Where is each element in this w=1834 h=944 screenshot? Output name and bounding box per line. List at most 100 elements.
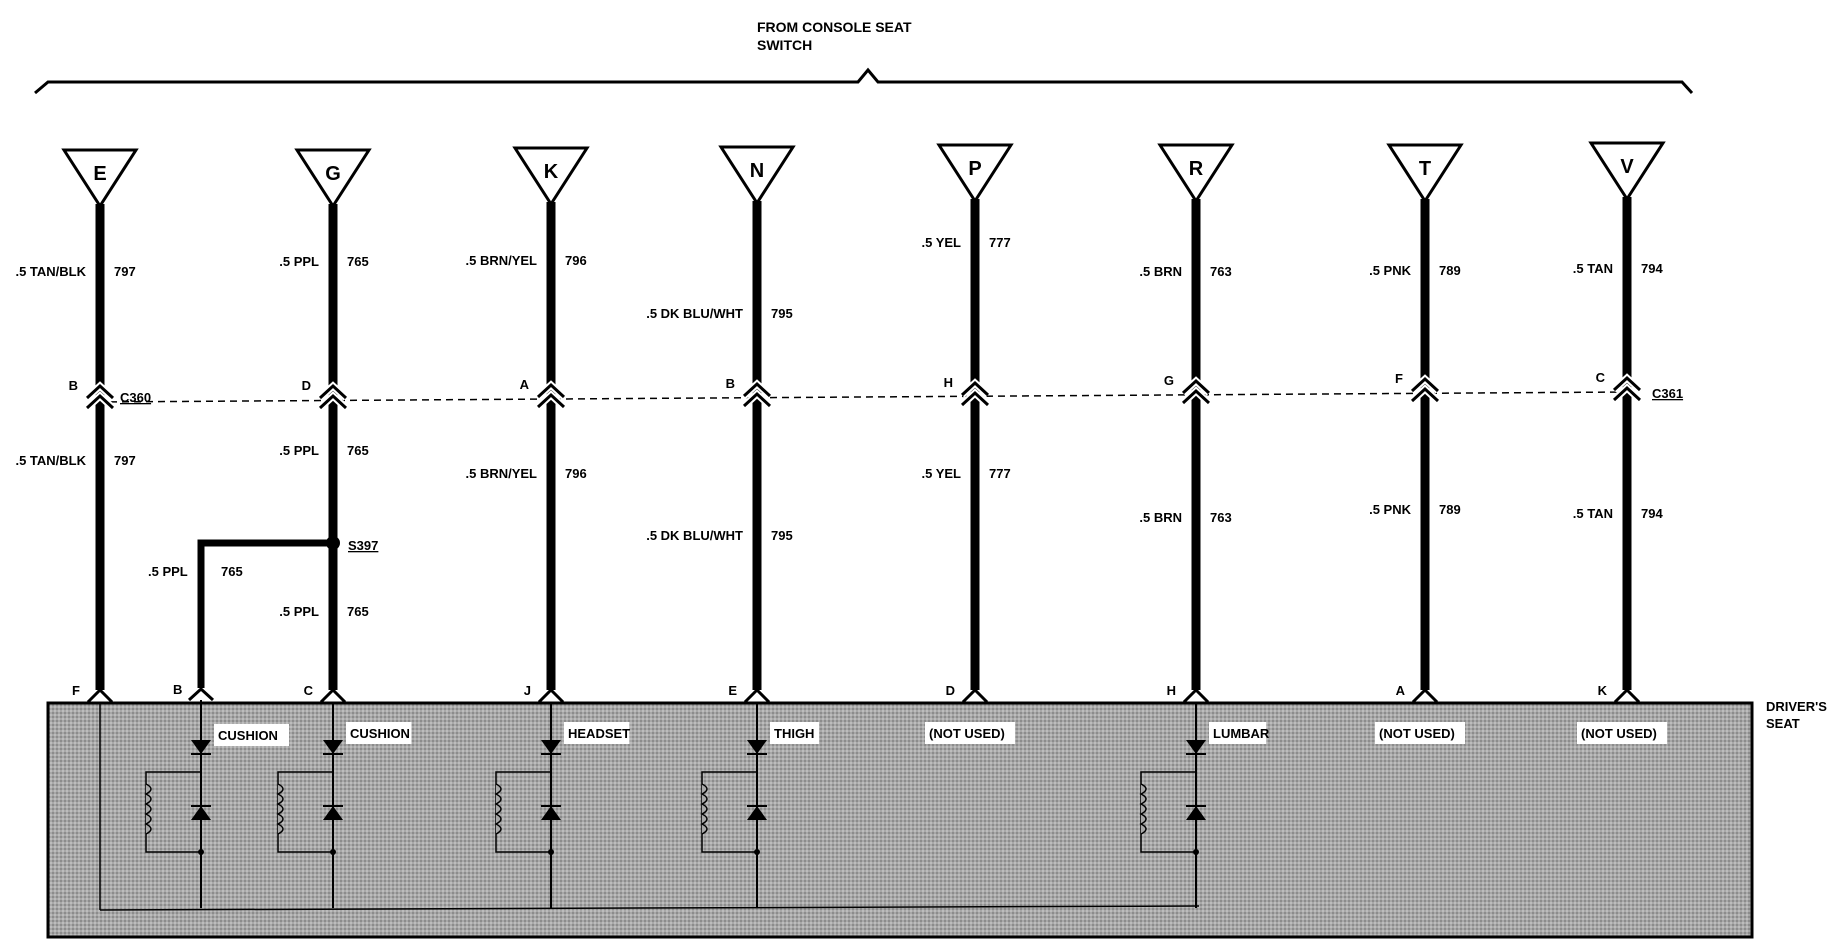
motor-coil (494, 783, 502, 835)
upper-circuit-number: 789 (1439, 263, 1461, 278)
lower-wire-color: .5 PPL (279, 443, 319, 458)
connector-dashed-line (97, 391, 1628, 403)
seat-connector-chevron (1613, 687, 1641, 704)
device-label-bg (925, 722, 1015, 744)
device-label: (NOT USED) (1581, 726, 1657, 741)
device-label-bg (1577, 722, 1667, 744)
drivers-seat-box (46, 701, 1754, 939)
seat-connector-chevron (743, 687, 771, 704)
header-line2: SWITCH (757, 37, 812, 53)
connector-pin: D (302, 378, 311, 393)
lower-wire-color: .5 DK BLU/WHT (646, 528, 743, 543)
upper-wire-color: .5 BRN (1139, 264, 1182, 279)
upper-circuit-number: 795 (771, 306, 793, 321)
connector-chevron (1410, 376, 1440, 403)
terminal-letter: V (1620, 156, 1634, 178)
splice-branch-wire (197, 539, 333, 688)
splice-lower-circuit-number: 765 (347, 604, 369, 619)
device-label-bg (1375, 722, 1465, 744)
lower-wire-color: .5 PNK (1369, 502, 1412, 517)
header-brace (34, 67, 1694, 95)
terminal-letter: N (750, 160, 764, 182)
device-label-bg (346, 722, 412, 744)
lower-circuit-number: 795 (771, 528, 793, 543)
seat-pin: A (1396, 683, 1406, 698)
seat-pin: D (946, 683, 955, 698)
device-label-bg (770, 722, 819, 744)
device-label-bg (1209, 722, 1267, 744)
upper-wire-color: .5 TAN/BLK (15, 264, 86, 279)
terminal-letter: E (93, 163, 106, 185)
diode-lower (747, 806, 767, 820)
splice-lower-wire-color: .5 PPL (279, 604, 319, 619)
seat-pin: J (524, 683, 531, 698)
connector-c361-label: C361 (1652, 386, 1683, 401)
connector-chevron (1612, 375, 1642, 402)
diode-lower (323, 806, 343, 820)
terminal-letter: G (325, 163, 341, 185)
connector-c360-label: C360 (120, 390, 151, 405)
connector-pin: H (944, 375, 953, 390)
motor-coil (276, 783, 284, 835)
seat-connector-chevron (1182, 687, 1210, 704)
device-label-bg (564, 722, 630, 744)
upper-wire-color: .5 BRN/YEL (465, 253, 537, 268)
lower-circuit-number: 777 (989, 466, 1011, 481)
terminal-letter: R (1189, 158, 1204, 180)
lower-circuit-number: 765 (347, 443, 369, 458)
terminal-triangle-G (294, 148, 372, 209)
device-label: (NOT USED) (929, 726, 1005, 741)
splice-branch-device-label-bg (214, 724, 289, 746)
header-line1: FROM CONSOLE SEAT (757, 19, 912, 35)
lower-wire-color: .5 BRN/YEL (465, 466, 537, 481)
lower-circuit-number: 794 (1641, 506, 1663, 521)
terminal-triangle-N (718, 145, 796, 206)
terminal-letter: P (968, 158, 981, 180)
diode-upper (1186, 740, 1206, 754)
connector-pin: B (69, 378, 78, 393)
connector-pin: B (726, 376, 735, 391)
terminal-letter: T (1419, 158, 1431, 180)
seat-motor-headset (494, 702, 561, 908)
device-label: CUSHION (350, 726, 410, 741)
upper-circuit-number: 765 (347, 254, 369, 269)
lower-circuit-number: 763 (1210, 510, 1232, 525)
seat-label-line2: SEAT (1766, 716, 1800, 731)
device-label: HEADSET (568, 726, 630, 741)
seat-connector-chevron (537, 687, 565, 704)
motor-coil (1139, 783, 1147, 835)
lower-circuit-number: 797 (114, 453, 136, 468)
upper-wire-color: .5 PNK (1369, 263, 1412, 278)
splice-branch-seat-pin: B (173, 682, 182, 697)
seat-motor-lumbar (1139, 702, 1206, 908)
lower-wire-color: .5 YEL (921, 466, 961, 481)
splice-branch-motor (144, 700, 211, 908)
diode-lower (541, 806, 561, 820)
seat-label-line1: DRIVER'S (1766, 699, 1827, 714)
connector-chevron (1181, 378, 1211, 405)
diode-upper (541, 740, 561, 754)
seat-pin: C (304, 683, 314, 698)
seat-pin: E (728, 683, 737, 698)
terminal-triangle-E (61, 148, 139, 209)
diode-upper (323, 740, 343, 754)
motor-junction-dot (754, 849, 760, 855)
lower-circuit-number: 789 (1439, 502, 1461, 517)
upper-circuit-number: 763 (1210, 264, 1232, 279)
splice-branch-seat-connector (187, 686, 215, 702)
lower-wire-color: .5 TAN/BLK (15, 453, 86, 468)
upper-wire-color: .5 YEL (921, 235, 961, 250)
connector-chevron (318, 383, 348, 410)
upper-wire-color: .5 PPL (279, 254, 319, 269)
upper-circuit-number: 796 (565, 253, 587, 268)
device-label: THIGH (774, 726, 814, 741)
motor-junction-dot (548, 849, 554, 855)
terminal-triangle-V (1588, 141, 1666, 202)
terminal-triangle-T (1386, 143, 1464, 204)
seat-connector-chevron (86, 687, 114, 704)
splice-branch-device-label: CUSHION (218, 728, 278, 743)
seat-motor-thigh (700, 702, 767, 908)
lower-wire-color: .5 TAN (1573, 506, 1613, 521)
upper-wire-color: .5 TAN (1573, 261, 1613, 276)
